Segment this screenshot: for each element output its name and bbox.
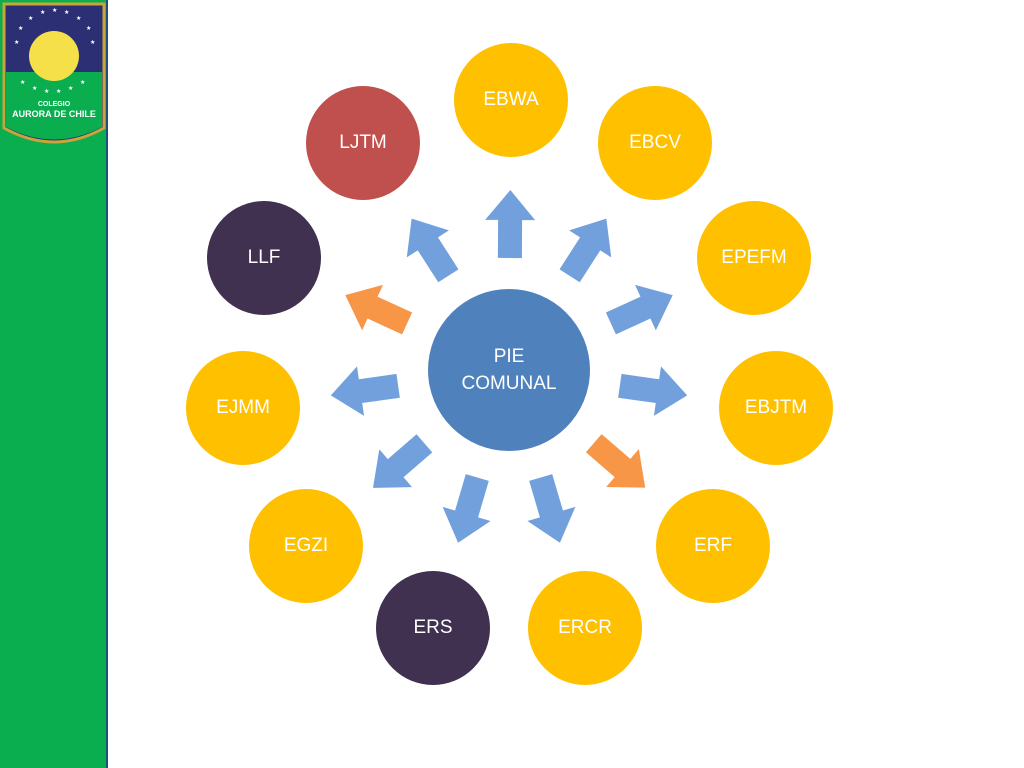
node-ebcv: EBCV (598, 86, 712, 200)
school-logo: ★ ★ ★ ★ ★ ★ ★ ★ ★ ★ ★ ★ ★ ★ ★ COLEGIO AURORA DE CH… (2, 2, 106, 144)
node-label-ebwa: EBWA (483, 89, 539, 110)
svg-text:★: ★ (80, 79, 85, 86)
node-circle-ebcv (598, 86, 712, 200)
node-label-ljtm: LJTM (339, 132, 387, 153)
arrow-ejmm (330, 366, 400, 416)
node-ejmm: EJMM (186, 351, 300, 465)
node-circle-ercr (528, 571, 642, 685)
node-circle-ers (376, 571, 490, 685)
node-label-ebjtm: EBJTM (745, 397, 807, 418)
svg-text:★: ★ (52, 7, 57, 14)
node-label-erf: ERF (694, 535, 732, 556)
arrow-ers (442, 474, 491, 543)
svg-text:★: ★ (76, 15, 81, 22)
node-label-ebcv: EBCV (629, 132, 681, 153)
node-erf: ERF (656, 489, 770, 603)
node-circle-ebjtm (719, 351, 833, 465)
node-ljtm: LJTM (306, 86, 420, 200)
logo-line2: AURORA DE CHILE (12, 109, 96, 119)
arrow-erf (585, 434, 646, 488)
node-circle-erf (656, 489, 770, 603)
node-circle-ebwa (454, 43, 568, 157)
arrow-ebcv (559, 218, 612, 283)
arrow-egzi (373, 434, 433, 488)
node-circle-ljtm (306, 86, 420, 200)
svg-text:★: ★ (18, 25, 23, 32)
left-sidebar: ★ ★ ★ ★ ★ ★ ★ ★ ★ ★ ★ ★ ★ ★ ★ COLEGIO AURORA DE CH… (0, 0, 108, 768)
svg-text:★: ★ (64, 9, 69, 16)
svg-text:★: ★ (86, 25, 91, 32)
node-label-ers: ERS (413, 617, 452, 638)
node-label-ejmm: EJMM (216, 397, 270, 418)
node-label-egzi: EGZI (284, 535, 328, 556)
logo-line1: COLEGIO (38, 101, 71, 108)
arrow-llf (345, 284, 413, 335)
node-epefm: EPEFM (697, 201, 811, 315)
arrow-epefm (605, 284, 673, 335)
node-ebjtm: EBJTM (719, 351, 833, 465)
node-label-llf: LLF (248, 247, 281, 268)
arrow-ebjtm (618, 366, 688, 416)
node-llf: LLF (207, 201, 321, 315)
arrows (330, 190, 688, 543)
node-label-epefm: EPEFM (721, 247, 786, 268)
node-ers: ERS (376, 571, 490, 685)
node-ercr: ERCR (528, 571, 642, 685)
node-circle-ejmm (186, 351, 300, 465)
node-circle-epefm (697, 201, 811, 315)
node-ebwa: EBWA (454, 43, 568, 157)
node-circle-llf (207, 201, 321, 315)
svg-text:★: ★ (56, 88, 61, 95)
arrow-ercr (527, 474, 576, 543)
node-label-ercr: ERCR (558, 617, 612, 638)
node-egzi: EGZI (249, 489, 363, 603)
svg-text:★: ★ (68, 85, 73, 92)
svg-text:★: ★ (28, 15, 33, 22)
satellite-nodes: EBWA EBCV EPEFM EBJTM ERF ERCR ERS EGZI EJMM LLF L… (186, 43, 833, 685)
center-node: PIE COMUNAL (428, 289, 590, 451)
arrow-ljtm (406, 218, 459, 283)
svg-text:★: ★ (44, 88, 49, 95)
svg-text:★: ★ (40, 9, 45, 16)
svg-text:★: ★ (20, 79, 25, 86)
center-circle (428, 289, 590, 451)
center-label-line2: COMUNAL (461, 373, 556, 394)
svg-text:★: ★ (32, 85, 37, 92)
svg-text:★: ★ (90, 39, 95, 46)
node-circle-egzi (249, 489, 363, 603)
center-label-line1: PIE (494, 346, 525, 367)
arrow-ebwa (485, 190, 536, 259)
svg-text:★: ★ (14, 39, 19, 46)
